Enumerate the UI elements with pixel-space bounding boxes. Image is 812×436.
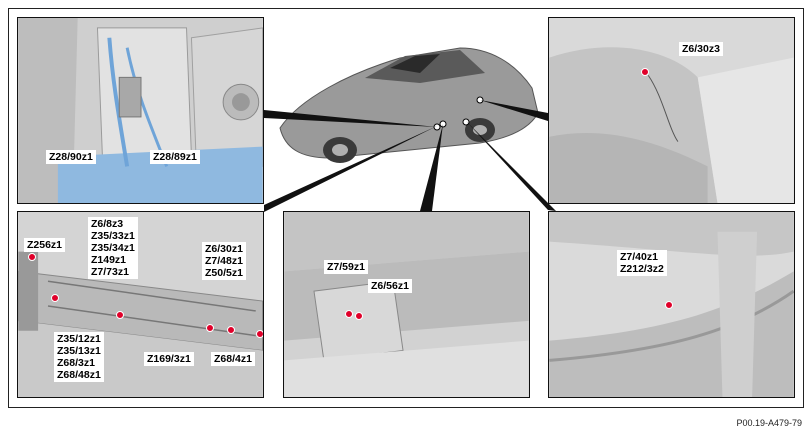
panel-top-left-illustration — [18, 18, 263, 203]
label-z28-90z1: Z28/90z1 — [46, 150, 96, 164]
marker-z7-59z1 — [345, 310, 353, 318]
panel-top-right: Z6/30z3 — [548, 17, 795, 204]
label-z68-3z1: Z68/3z1 — [57, 357, 95, 369]
label-z212-3z2: Z212/3z2 — [620, 263, 664, 275]
label-group-c: Z6/30z1 Z7/48z1 Z50/5z1 — [202, 242, 246, 280]
figure-code: P00.19-A479-79 — [736, 418, 802, 428]
label-z149z1: Z149z1 — [91, 254, 127, 266]
label-z7-40z1: Z7/40z1 — [620, 251, 658, 263]
label-z256z1: Z256z1 — [24, 238, 66, 252]
panel-top-right-illustration — [549, 18, 794, 203]
marker-z68-4z1 — [227, 326, 235, 334]
label-z6-56z1: Z6/56z1 — [368, 279, 412, 293]
marker-z256z1 — [28, 253, 36, 261]
marker-group-c — [256, 330, 263, 338]
marker-bottom-right — [665, 301, 673, 309]
panel-bottom-right: Z7/40z1 Z212/3z2 — [548, 211, 795, 398]
panel-bottom-mid: Z7/59z1 Z6/56z1 — [283, 211, 530, 398]
label-z35-34z1: Z35/34z1 — [91, 242, 135, 254]
panel-top-left: Z28/90z1 Z28/89z1 — [17, 17, 264, 204]
label-z68-4z1: Z68/4z1 — [211, 352, 255, 366]
panel-bottom-mid-illustration — [284, 212, 529, 397]
label-group-b: Z6/8z3 Z35/33z1 Z35/34z1 Z149z1 Z7/73z1 — [88, 217, 138, 279]
label-z169-3z1: Z169/3z1 — [144, 352, 194, 366]
marker-z6-30z3 — [641, 68, 649, 76]
label-z6-30z1: Z6/30z1 — [205, 243, 243, 255]
label-z35-13z1: Z35/13z1 — [57, 345, 101, 357]
label-z68-48z1: Z68/48z1 — [57, 369, 101, 381]
marker-z169-3z1 — [206, 324, 214, 332]
label-group-bottom-right: Z7/40z1 Z212/3z2 — [617, 250, 667, 276]
label-z35-33z1: Z35/33z1 — [91, 230, 135, 242]
label-z28-89z1: Z28/89z1 — [150, 150, 200, 164]
marker-group-d — [116, 311, 124, 319]
label-z7-59z1: Z7/59z1 — [324, 260, 368, 274]
label-z7-73z1: Z7/73z1 — [91, 266, 129, 278]
label-group-d: Z35/12z1 Z35/13z1 Z68/3z1 Z68/48z1 — [54, 332, 104, 382]
panel-bottom-right-illustration — [549, 212, 794, 397]
label-z7-48z1: Z7/48z1 — [205, 255, 243, 267]
label-z6-30z3: Z6/30z3 — [679, 42, 723, 56]
panel-bottom-left: Z256z1 Z6/8z3 Z35/33z1 Z35/34z1 Z149z1 Z… — [17, 211, 264, 398]
label-z6-8z3: Z6/8z3 — [91, 218, 124, 230]
car-illustration — [279, 47, 539, 163]
label-z35-12z1: Z35/12z1 — [57, 333, 101, 345]
marker-group-b — [51, 294, 59, 302]
label-z50-5z1: Z50/5z1 — [205, 267, 243, 279]
marker-z6-56z1 — [355, 312, 363, 320]
